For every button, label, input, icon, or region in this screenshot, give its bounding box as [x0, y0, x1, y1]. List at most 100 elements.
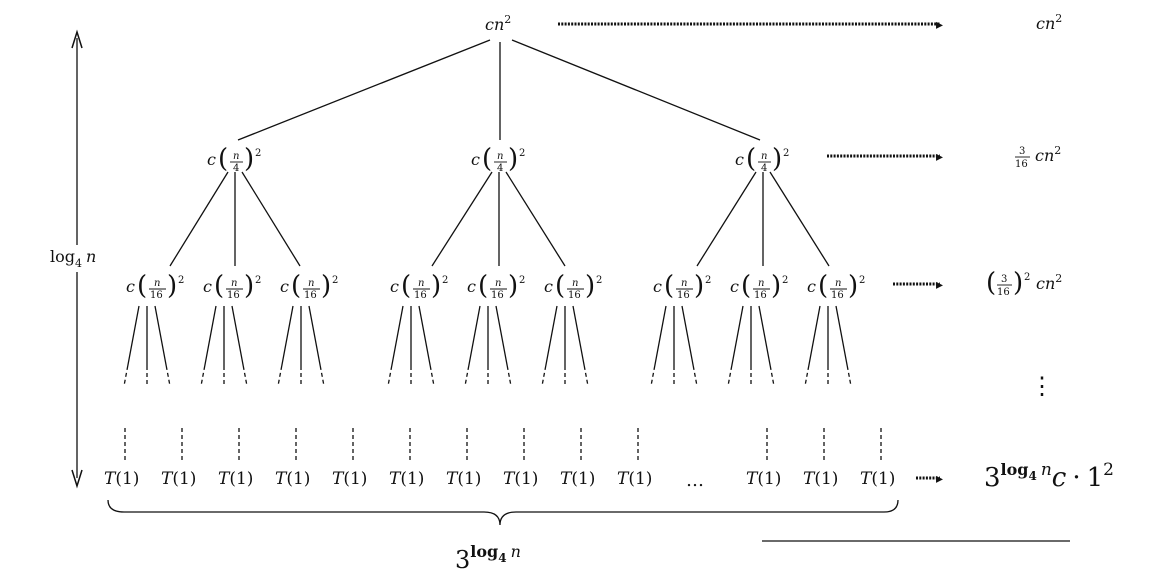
svg-text:16: 16 — [304, 290, 317, 301]
svg-text:3: 3 — [1019, 146, 1025, 157]
leaf-ellipsis: … — [686, 470, 704, 491]
svg-text:): ) — [508, 144, 518, 174]
leaf-node: T(1) — [104, 469, 139, 489]
svg-text:4: 4 — [761, 163, 767, 174]
svg-text:(: ( — [401, 271, 411, 301]
svg-text:16: 16 — [227, 290, 240, 301]
svg-text:2: 2 — [596, 275, 602, 286]
svg-text:n: n — [495, 278, 501, 289]
svg-text:cn2: cn2 — [1036, 272, 1062, 293]
svg-text:(: ( — [746, 144, 756, 174]
level2-node: c(n16)2 — [544, 271, 602, 301]
leaf-node: T(1) — [617, 469, 652, 489]
svg-text:(: ( — [291, 271, 301, 301]
level2-edges — [123, 305, 852, 387]
svg-text:n: n — [572, 278, 578, 289]
level2-node: c(n16)2 — [807, 271, 865, 301]
svg-text:16: 16 — [831, 290, 844, 301]
svg-text:c: c — [653, 277, 662, 296]
svg-text:(: ( — [478, 271, 488, 301]
level2-node: c(n16)2 — [467, 271, 525, 301]
svg-text:c: c — [471, 150, 480, 169]
svg-text:c: c — [126, 277, 135, 296]
svg-text:): ) — [321, 271, 331, 301]
svg-text:n: n — [233, 151, 239, 162]
svg-text:▸: ▸ — [936, 17, 943, 33]
svg-text:): ) — [431, 271, 441, 301]
leaf-node: T(1) — [560, 469, 595, 489]
svg-text:2: 2 — [442, 275, 448, 286]
svg-text:16: 16 — [677, 290, 690, 301]
svg-text:): ) — [694, 271, 704, 301]
leaf-node: T(1) — [860, 469, 895, 489]
svg-text:2: 2 — [783, 148, 789, 159]
svg-text:c: c — [203, 277, 212, 296]
leaf-node: T(1) — [503, 469, 538, 489]
svg-text:): ) — [772, 144, 782, 174]
svg-text:c: c — [735, 150, 744, 169]
svg-text:n: n — [308, 278, 314, 289]
svg-text:2: 2 — [255, 275, 261, 286]
svg-text:n: n — [835, 278, 841, 289]
level2-node: c( n16)2 — [280, 271, 338, 301]
svg-text:n: n — [681, 278, 687, 289]
level-cost-arrows: ▸ ▸ ▸ ▸ — [558, 17, 943, 487]
tree-height-arrow — [71, 29, 83, 489]
leaf-node: T(1) — [746, 469, 781, 489]
level-cost-0: cn2 — [1036, 12, 1062, 33]
leaf-connectors — [124, 428, 882, 460]
level1-node: c ( n 4 ) 2 — [207, 144, 261, 174]
level-cost-1: 3 16 cn2 — [1015, 144, 1061, 170]
svg-text:2: 2 — [255, 148, 261, 159]
level1-node: c ( n 4 ) 2 — [471, 144, 525, 174]
svg-text:(: ( — [218, 144, 228, 174]
svg-text:2: 2 — [332, 275, 338, 286]
svg-text:): ) — [508, 271, 518, 301]
svg-text:cn2: cn2 — [1035, 144, 1061, 165]
level1-node: c ( n 4 ) 2 — [735, 144, 789, 174]
svg-text:(: ( — [741, 271, 751, 301]
svg-text:c: c — [280, 277, 289, 296]
svg-text:n: n — [418, 278, 424, 289]
svg-text:c: c — [390, 277, 399, 296]
level2-node: c(n16)2 — [126, 271, 184, 301]
svg-text:(: ( — [482, 144, 492, 174]
svg-text:16: 16 — [997, 287, 1010, 298]
level2-node: c(n16)2 — [653, 271, 711, 301]
svg-text:c: c — [467, 277, 476, 296]
svg-text:(: ( — [818, 271, 828, 301]
leaf-node: T(1) — [275, 469, 310, 489]
level-cost-vertical-dots: ⋮ — [1030, 372, 1054, 400]
svg-text:n: n — [231, 278, 237, 289]
svg-text:2: 2 — [519, 148, 525, 159]
svg-text:2: 2 — [1024, 272, 1030, 283]
svg-text:c: c — [544, 277, 553, 296]
svg-text:n: n — [761, 151, 767, 162]
svg-text:c: c — [207, 150, 216, 169]
leaf-node: T(1) — [218, 469, 253, 489]
svg-text:2: 2 — [859, 275, 865, 286]
svg-text:n: n — [497, 151, 503, 162]
svg-text:16: 16 — [414, 290, 427, 301]
leaf-node: T(1) — [389, 469, 424, 489]
svg-text:): ) — [585, 271, 595, 301]
svg-text:16: 16 — [754, 290, 767, 301]
level2-node: c( n16)2 — [390, 271, 448, 301]
svg-text:): ) — [1013, 268, 1023, 298]
svg-text:4: 4 — [497, 163, 503, 174]
svg-text:): ) — [167, 271, 177, 301]
svg-text:(: ( — [214, 271, 224, 301]
level2-node: c(n16)2 — [730, 271, 788, 301]
svg-text:16: 16 — [491, 290, 504, 301]
root-node: cn2 — [485, 13, 511, 34]
svg-text:n: n — [758, 278, 764, 289]
svg-text:2: 2 — [705, 275, 711, 286]
root-edges — [237, 39, 761, 141]
level1-edges — [169, 171, 830, 267]
svg-text:2: 2 — [178, 275, 184, 286]
svg-text:3: 3 — [1001, 274, 1007, 285]
leaf-node: T(1) — [161, 469, 196, 489]
